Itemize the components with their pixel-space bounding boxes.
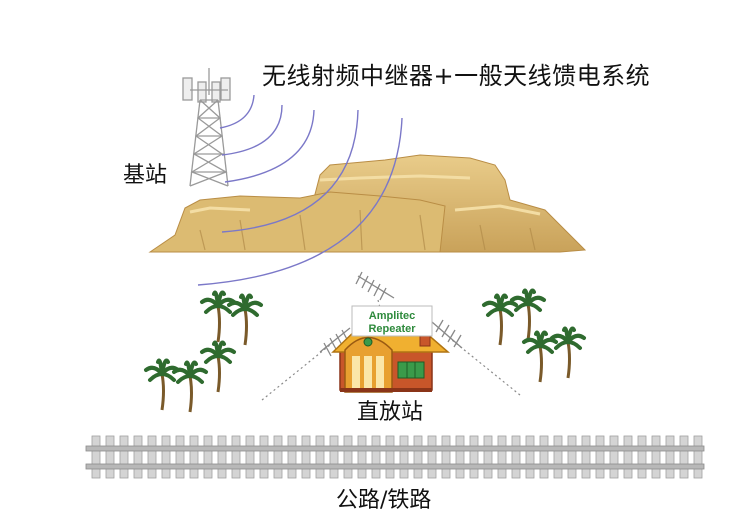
rail-tie — [427, 435, 437, 479]
rail-tie — [609, 435, 619, 479]
palm-trees — [144, 288, 586, 413]
rail-tie — [175, 435, 185, 479]
rail-tie — [385, 435, 395, 479]
rail-tie — [203, 435, 213, 479]
rail-tie — [315, 435, 325, 479]
rail-tie — [525, 435, 535, 479]
rail-tie — [301, 435, 311, 479]
base-station-label: 基站 — [123, 163, 168, 188]
rail-tie — [497, 435, 507, 479]
rail-tie — [273, 435, 283, 479]
diagram-title: 无线射频中继器+一般天线馈电系统 — [262, 62, 651, 90]
rail-tie — [693, 435, 703, 479]
rail-top — [85, 445, 705, 452]
rail-tie — [91, 435, 101, 479]
rail-tie — [189, 435, 199, 479]
palm-tree — [200, 340, 236, 393]
rail-tie — [651, 435, 661, 479]
rail-tie — [147, 435, 157, 479]
rail-tie — [595, 435, 605, 479]
railway-track — [85, 435, 705, 479]
rock-mountain — [148, 154, 587, 253]
yagi-antenna-top — [355, 271, 395, 301]
palm-tree — [172, 360, 208, 413]
rail-tie — [245, 435, 255, 479]
rail-tie — [553, 435, 563, 479]
palm-tree — [522, 330, 558, 383]
rail-tie — [161, 435, 171, 479]
rail-tie — [329, 435, 339, 479]
base-station-tower — [182, 68, 231, 187]
rail-tie — [539, 435, 549, 479]
palm-tree — [144, 358, 180, 411]
palm-tree — [550, 326, 586, 379]
rail-tie — [287, 435, 297, 479]
repeater-label: 直放站 — [357, 400, 424, 425]
rail-tie — [623, 435, 633, 479]
palm-tree — [200, 290, 236, 343]
repeater-sign: Amplitec Repeater — [351, 305, 433, 337]
rail-tie — [665, 435, 675, 479]
rail-tie — [259, 435, 269, 479]
rail-tie — [511, 435, 521, 479]
palm-tree — [482, 293, 518, 346]
rail-tie — [133, 435, 143, 479]
palm-tree — [227, 293, 263, 346]
rail-tie — [469, 435, 479, 479]
rail-tie — [357, 435, 367, 479]
palm-tree — [510, 288, 546, 341]
rail-tie — [567, 435, 577, 479]
rail-tie — [483, 435, 493, 479]
rail-tie — [637, 435, 647, 479]
yagi-antenna-right — [431, 319, 463, 349]
repeater-sign-line1: Amplitec — [369, 310, 415, 322]
rail-tie — [399, 435, 409, 479]
rail-tie — [231, 435, 241, 479]
signal-waves — [197, 94, 403, 286]
rail-bottom — [85, 463, 705, 470]
rail-tie — [343, 435, 353, 479]
rail-tie — [371, 435, 381, 479]
rail-tie — [581, 435, 591, 479]
rail-tie — [119, 435, 129, 479]
repeater-sign-line2: Repeater — [368, 323, 416, 335]
rail-tie — [217, 435, 227, 479]
rail-tie — [441, 435, 451, 479]
rail-tie — [679, 435, 689, 479]
rail-tie — [455, 435, 465, 479]
rail-tie — [413, 435, 423, 479]
rail-tie — [105, 435, 115, 479]
road-railway-label: 公路/铁路 — [336, 488, 432, 513]
